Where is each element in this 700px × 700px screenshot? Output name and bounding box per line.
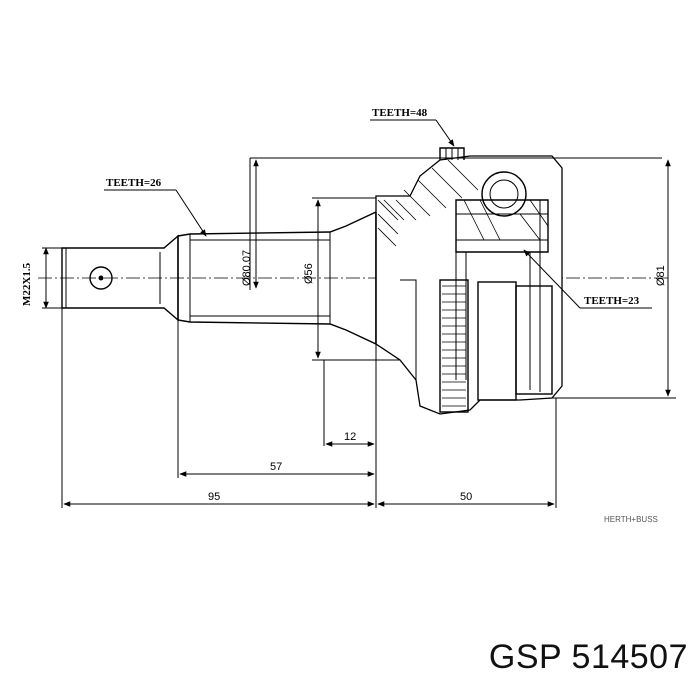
dim-len-95-50: 95 50 (61, 308, 557, 508)
dim-thread-text: M22X1.5 (21, 262, 33, 306)
brand-mark: HERTH+BUSS (604, 515, 658, 524)
dim-len-12: 12 (323, 344, 377, 447)
dim-dia-80: Ø80.07 (241, 157, 662, 290)
dim-len-12-text: 12 (344, 431, 356, 443)
dim-len-57: 57 (177, 320, 377, 478)
dim-len-50-text: 50 (460, 491, 472, 503)
cv-joint-drawing: M22X1.5 Ø80.07 Ø56 Ø81 12 57 (21, 107, 676, 524)
leader-teeth-48: TEETH=48 (370, 107, 455, 147)
dim-len-57-text: 57 (270, 461, 282, 473)
dim-dia-80-text: Ø80.07 (241, 250, 253, 286)
dim-len-95-text: 95 (208, 491, 220, 503)
teeth-48-label: TEETH=48 (372, 107, 428, 119)
dim-dia-81-text: Ø81 (655, 265, 667, 286)
dim-thread: M22X1.5 (21, 247, 62, 309)
part-caption: GSP 514507 (488, 638, 688, 676)
abs-tone-ring (439, 279, 553, 413)
teeth-23-label: TEETH=23 (584, 295, 640, 307)
dim-dia-56: Ø56 (303, 197, 400, 361)
dim-dia-81: Ø81 (552, 159, 676, 399)
bell-housing (375, 147, 563, 415)
teeth-26-label: TEETH=26 (106, 177, 162, 189)
leader-teeth-23: TEETH=23 (523, 249, 652, 309)
leader-teeth-26: TEETH=26 (104, 177, 207, 237)
dim-dia-56-text: Ø56 (303, 263, 315, 284)
